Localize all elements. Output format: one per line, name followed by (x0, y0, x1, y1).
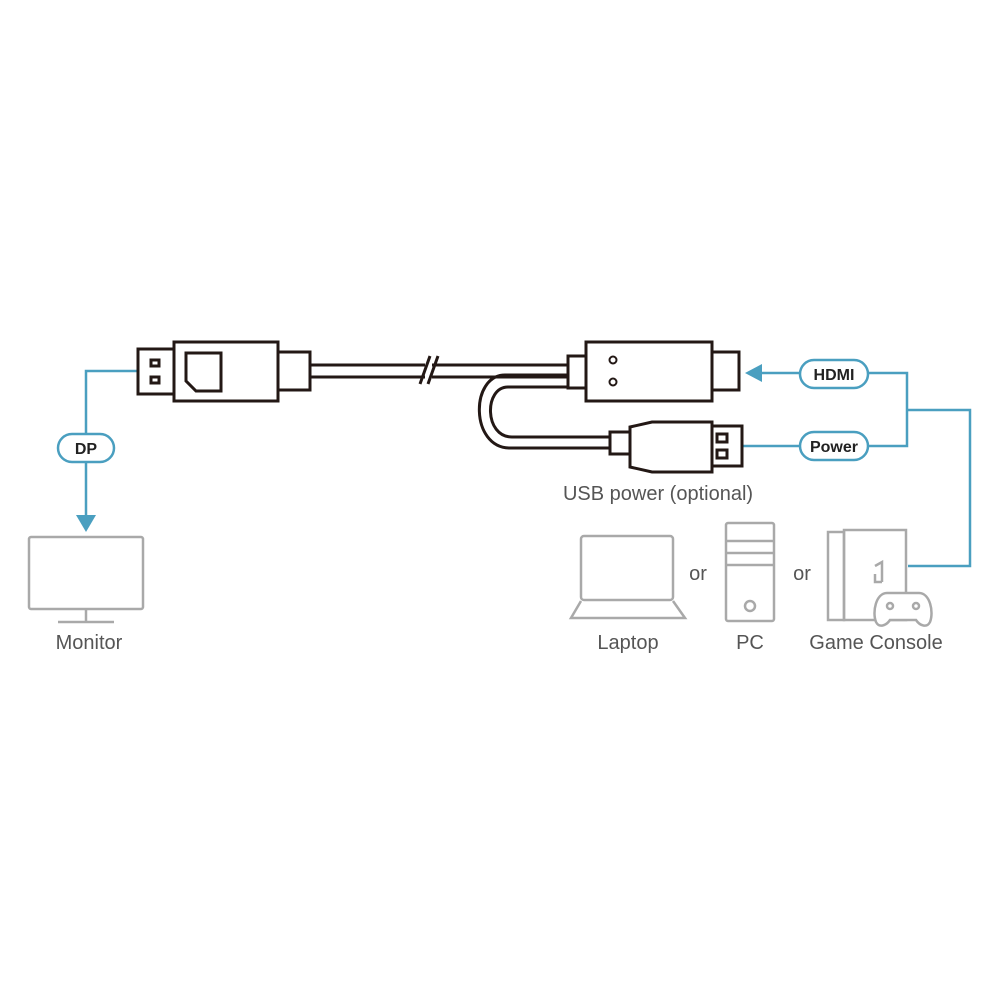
main-cable-left (310, 363, 425, 379)
pc-tower-icon (724, 521, 776, 623)
cable-break-mark (418, 355, 440, 385)
or-label-1: or (689, 563, 707, 585)
dp-pill-label: DP (75, 441, 98, 458)
usb-branch-cable (477, 373, 610, 450)
power-pill: Power (798, 430, 870, 462)
hdmi-connector-icon (566, 340, 741, 403)
monitor-icon (27, 535, 145, 624)
game-console-label: Game Console (809, 632, 942, 654)
dp-pill: DP (56, 432, 116, 464)
console-link-line (907, 408, 972, 568)
hdmi-branch-line (868, 371, 909, 448)
or-label-2: or (793, 563, 811, 585)
displayport-connector-icon (136, 340, 312, 403)
hdmi-pill: HDMI (798, 358, 870, 390)
dp-arrow-icon (76, 515, 96, 532)
usb-power-label: USB power (optional) (563, 483, 753, 505)
signal-lines (84, 369, 972, 568)
usb-branch-cable-inner (489, 385, 610, 439)
hdmi-pill-label: HDMI (814, 367, 855, 384)
usb-a-connector-icon (608, 420, 744, 474)
dp-line (84, 369, 138, 518)
power-pill-label: Power (810, 439, 858, 456)
cable (310, 355, 610, 450)
laptop-icon (568, 534, 688, 620)
hdmi-arrow-icon (745, 364, 762, 382)
pc-label: PC (736, 632, 764, 654)
laptop-label: Laptop (597, 632, 658, 654)
monitor-label: Monitor (56, 632, 123, 654)
gamepad-icon (873, 591, 933, 627)
